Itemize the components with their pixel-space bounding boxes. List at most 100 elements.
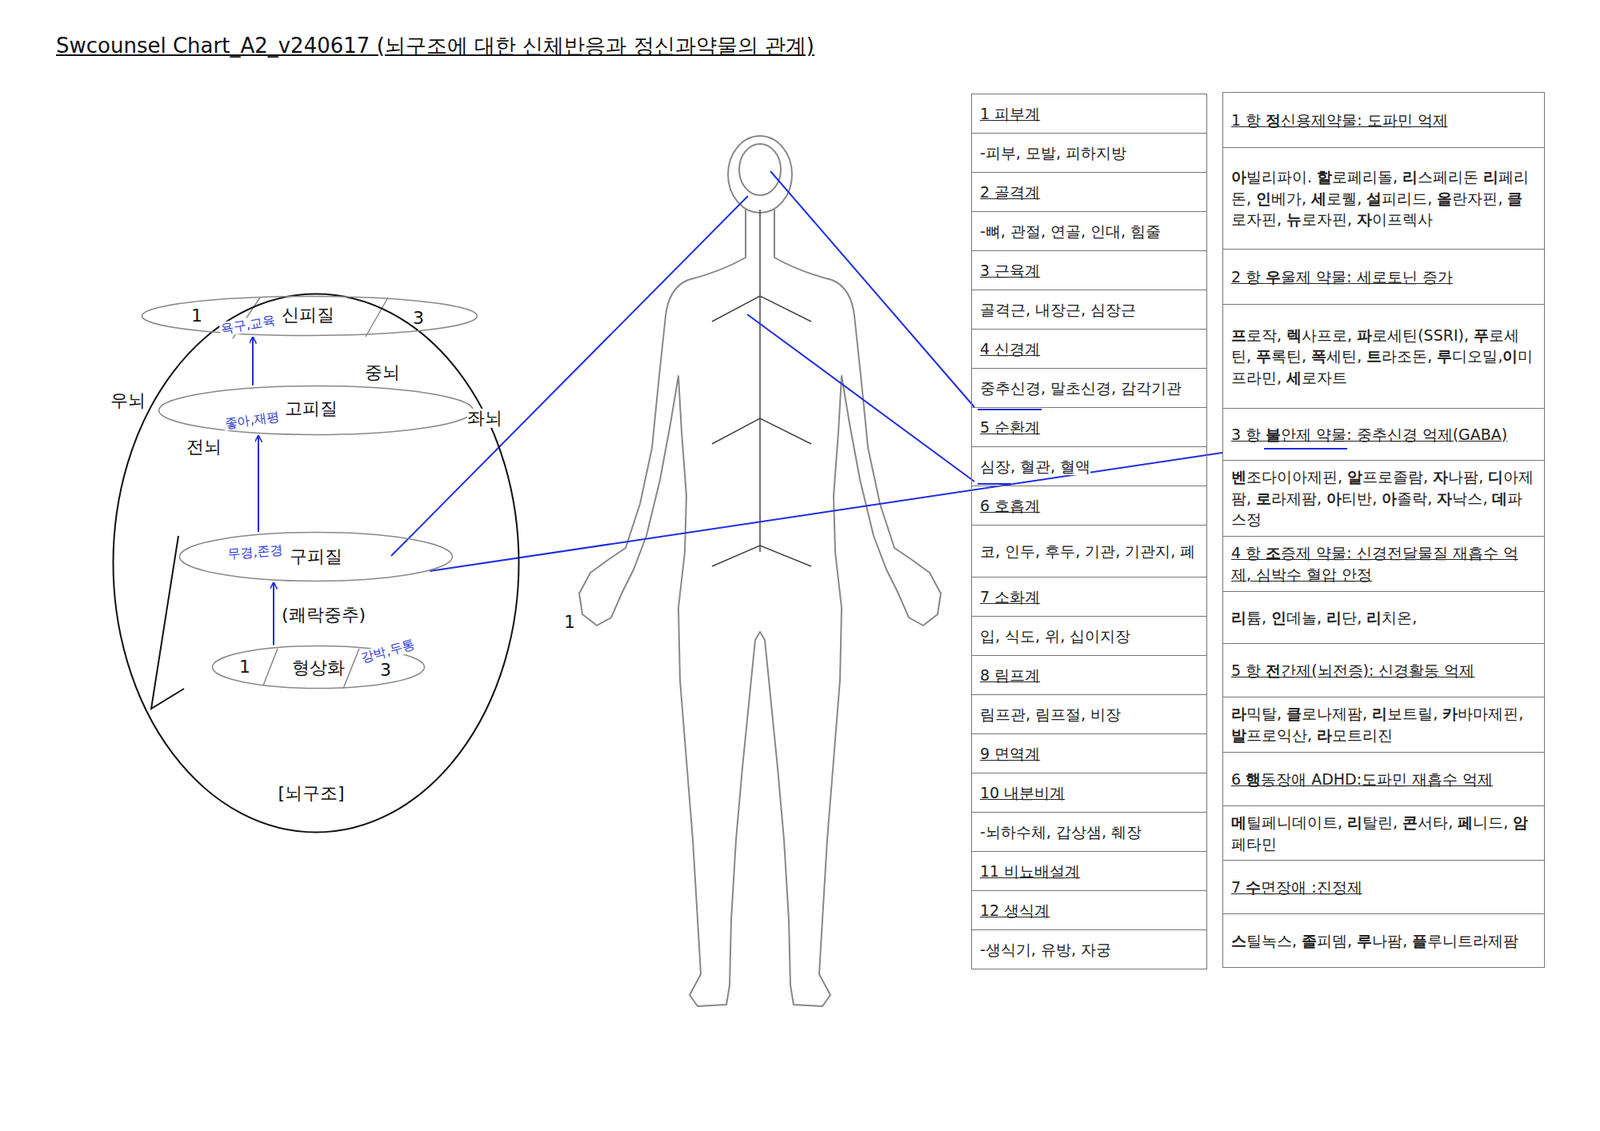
text-segment: 니드, (1472, 813, 1513, 832)
text-segment: -피부, 모발, 피하지방 (980, 144, 1127, 162)
text-segment: 7 (1231, 878, 1246, 896)
text-segment: 로페리돌, (1332, 168, 1403, 186)
cell-heading: 7 소화계 (980, 588, 1040, 606)
text-segment: 피뎀, (1316, 932, 1357, 950)
cell-text: 라믹탈, 클로나제팜, 리보트릴, 카바마제핀, 발프로익산, 라모트리진 (1231, 704, 1524, 744)
cell-inner: 입, 식도, 위, 십이지장 (980, 625, 1131, 648)
table-cell: -뇌하수체, 갑상샘, 췌장 (971, 812, 1208, 852)
cell-inner: -뼈, 관절, 연골, 인대, 힘줄 (980, 220, 1161, 243)
cell-text: -생식기, 유방, 자궁 (980, 940, 1112, 959)
brain-layer-ellipse: 1욕구,교육신피질3 (140, 295, 479, 337)
brain-region-label: 전뇌 (186, 437, 222, 457)
text-segment: 탈린, (1362, 813, 1403, 832)
connector-arrow (257, 436, 260, 532)
text-segment: 리 (1402, 168, 1418, 186)
text-segment: 카 (1442, 704, 1458, 723)
cell-inner: 리튬, 인데놀, 리단, 리치온, (1231, 607, 1417, 629)
table-cell: 6 행동장애 ADHD:도파민 재흡수 억제 (1222, 752, 1545, 807)
text-segment: 프로익산, (1246, 726, 1317, 744)
table-cell: 4 신경계 (971, 328, 1208, 369)
cell-text: 중추신경, 말초신경, 감각기관 (980, 379, 1182, 397)
text-segment: 루니트라제팜 (1427, 932, 1519, 950)
cell-inner: 심장, 혈관, 혈액 (980, 456, 1091, 478)
text-segment: 2 항 (1231, 268, 1266, 286)
cell-text: 아빌리파이. 할로페리돌, 리스페리돈 리페리돈, 인베가, 세로퀠, 설피리드… (1231, 168, 1529, 228)
text-segment: 푸 (1473, 326, 1489, 344)
ellipse-outline (113, 294, 520, 833)
text-segment: -생식기, 유방, 자궁 (980, 940, 1112, 959)
table-cell: 11 비뇨배설계 (971, 851, 1208, 892)
text-segment: 루 (1356, 932, 1372, 950)
cell-inner: 프로작, 렉사프로, 파로세틴(SSRI), 푸로세틴, 푸록틴, 폭세틴, 트… (1231, 324, 1536, 389)
text-segment: 9 면역계 (980, 744, 1040, 763)
cell-heading: 1 피부계 (980, 104, 1040, 123)
table-cell: 9 면역계 (971, 733, 1208, 774)
text-segment: 발 (1231, 726, 1247, 744)
text-segment: 스 (1231, 932, 1247, 950)
text-segment: 골격근, 내장근, 심장근 (980, 300, 1136, 319)
table-cell: 1 피부계 (971, 93, 1208, 134)
cell-inner: 코, 인두, 후두, 기관, 기관지, 폐 (980, 540, 1196, 563)
cell-heading: 9 면역계 (980, 744, 1040, 763)
highlight-underline (977, 408, 1042, 411)
table-cell: 아빌리파이. 할로페리돌, 리스페리돈 리페리돈, 인베가, 세로퀠, 설피리드… (1222, 147, 1545, 250)
cell-heading: 4 항 조증제 약물: 신경전달물질 재흡수 억제, 심박수 혈압 안정 (1231, 544, 1519, 584)
text-segment: 페타민 (1231, 835, 1277, 853)
cell-inner: 벤조다이아제핀, 알프로졸람, 자나팜, 디아제팜, 로라제팜, 아티반, 아졸… (1231, 466, 1536, 531)
cell-inner: 4 신경계 (980, 338, 1040, 360)
text-segment: 정 (1265, 111, 1281, 129)
text-segment: 로나제팜, (1301, 704, 1372, 723)
text-segment: 안제 약물: 중추신경 억제(GABA) (1280, 425, 1508, 444)
text-segment: 벤 (1231, 468, 1247, 486)
body-outline (579, 209, 760, 1007)
cell-heading: 10 내분비계 (980, 784, 1065, 802)
text-segment: 피리드, (1381, 189, 1437, 208)
table-cell: 5 항 전간제(뇌전증): 신경활동 억제 (1222, 643, 1545, 698)
cell-heading: 6 호흡계 (980, 496, 1040, 515)
brain-outline: 1욕구,교육신피질3좋아,재평고피질무경,존경구피질1형상화강박,두통3[뇌구조… (112, 292, 520, 834)
text-segment: 세 (1311, 189, 1327, 208)
cell-inner: -피부, 모발, 피하지방 (980, 142, 1127, 164)
table-cell: 4 항 조증제 약물: 신경전달물질 재흡수 억제, 심박수 혈압 안정 (1222, 536, 1545, 592)
text-segment: 렉 (1286, 326, 1302, 344)
table-cell: 심장, 혈관, 혈액 (971, 446, 1208, 487)
node-text: 형상화 (292, 658, 345, 678)
text-segment: 6 (1231, 770, 1246, 788)
text-segment: 틸페니데이트, (1246, 813, 1348, 832)
table-cell: 3 항 불안제 약물: 중추신경 억제(GABA) (1222, 408, 1545, 461)
node-text: 3 (380, 660, 392, 680)
text-segment: 아 (1326, 489, 1342, 508)
text-segment: 디 (1488, 468, 1504, 486)
node-text: [뇌구조] (277, 784, 344, 804)
cell-inner: 8 림프계 (980, 664, 1040, 687)
text-segment: 리 (1326, 608, 1342, 627)
text-segment: -뼈, 관절, 연골, 인대, 힘줄 (980, 222, 1161, 240)
cell-inner: 골격근, 내장근, 심장근 (980, 299, 1136, 321)
text-segment: 틸녹스, (1246, 932, 1302, 950)
text-segment: 수 (1245, 878, 1261, 896)
cell-inner: 5 항 전간제(뇌전증): 신경활동 억제 (1231, 660, 1475, 682)
text-segment: 라 (1231, 704, 1247, 723)
table-cell: 골격근, 내장근, 심장근 (971, 289, 1208, 330)
text-segment: 리 (1372, 704, 1388, 723)
text-segment: 인 (1271, 608, 1287, 627)
ellipse-outline (142, 296, 478, 336)
text-segment: 4 항 (1231, 544, 1266, 562)
text-segment: 졸락, (1396, 489, 1437, 508)
brain-layer-ellipse: 1형상화강박,두통3 (211, 644, 426, 690)
leader-line (391, 196, 748, 556)
table-cell: -생식기, 유방, 자궁 (971, 929, 1208, 970)
text-segment: 3 근육계 (980, 261, 1040, 280)
leader-line (770, 171, 975, 408)
text-segment: 면장애 :진정제 (1260, 878, 1362, 896)
node-text: 1 (191, 306, 203, 326)
text-segment: 10 내분비계 (980, 784, 1065, 802)
cell-inner: 4 항 조증제 약물: 신경전달물질 재흡수 억제, 심박수 혈압 안정 (1231, 542, 1536, 585)
text-segment: 나팜, (1448, 468, 1488, 486)
table-cell: 프로작, 렉사프로, 파로세틴(SSRI), 푸로세틴, 푸록틴, 폭세틴, 트… (1222, 304, 1545, 409)
text-segment: 데 (1492, 489, 1508, 508)
text-segment: 파 (1356, 326, 1372, 344)
text-segment: 이 (1502, 347, 1518, 365)
connector-arrow (252, 336, 254, 385)
cell-text: 벤조다이아제핀, 알프로졸람, 자나팜, 디아제팜, 로라제팜, 아티반, 아졸… (1231, 468, 1534, 528)
